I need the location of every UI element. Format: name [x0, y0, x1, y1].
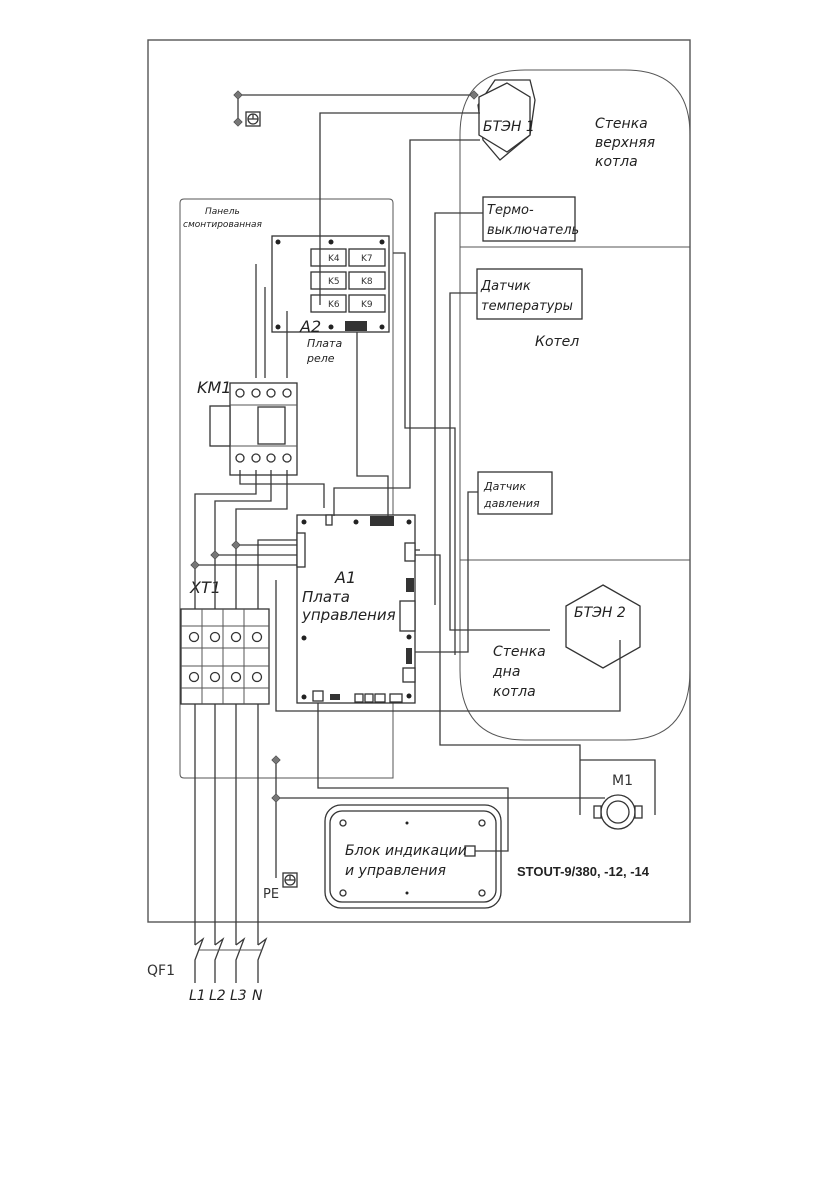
pressure-sensor-label-2: давления [483, 497, 540, 510]
svg-text:K4: K4 [328, 254, 340, 264]
heater-1-label: БТЭН 1 [483, 119, 535, 135]
relay-board-label-2: реле [306, 352, 335, 365]
svg-text:K5: K5 [328, 277, 340, 287]
bottom-wall-label-2: дна [492, 664, 520, 680]
relay-board-label-1: Плата [307, 337, 342, 350]
relay-board-connector [345, 321, 367, 331]
heater-2: БТЭН 2 [565, 584, 641, 669]
bottom-wall-label-1: Стенка [493, 644, 546, 660]
junctions [190, 90, 479, 803]
model-label: STOUT-9/380, -12, -14 [517, 864, 650, 879]
temperature-sensor: Датчик температуры [476, 268, 583, 320]
heater-1: БТЭН 1 [477, 79, 536, 161]
svg-text:K7: K7 [361, 254, 373, 264]
boiler-label: Котел [535, 334, 579, 350]
ground-symbol-top [245, 111, 261, 127]
thermo-switch-label-2: выключатель [487, 223, 579, 238]
line-l1: L1 [189, 988, 206, 1004]
panel-label-1: Панель [205, 207, 240, 217]
display-unit: Блок индикации и управления [324, 804, 502, 909]
svg-text:K8: K8 [361, 277, 373, 287]
relay-k9: K9 [348, 294, 386, 313]
motor-ref: M1 [612, 773, 633, 789]
contactor-ref: KM1 [197, 378, 231, 397]
wires [194, 94, 656, 945]
relay-k8: K8 [348, 271, 386, 290]
thermo-switch: Термо- выключатель [482, 196, 579, 242]
terminal-block-ref: XT1 [189, 578, 221, 597]
motor-m1: M1 [593, 773, 643, 830]
top-wall-label-1: Стенка [595, 116, 648, 132]
line-l3: L3 [230, 988, 247, 1004]
svg-text:K9: K9 [361, 300, 373, 310]
relay-k7: K7 [348, 248, 386, 267]
breaker-qf1: QF1 L1 L2 L3 N [147, 937, 268, 1004]
boiler-outline [459, 69, 691, 741]
top-wall-label-3: котла [595, 154, 638, 170]
line-n: N [252, 988, 263, 1004]
relay-k5: K5 [310, 271, 347, 290]
display-unit-label-2: и управления [345, 863, 446, 879]
control-board-label-1: Плата [302, 588, 350, 606]
ground-symbol-pe [282, 872, 298, 888]
terminal-block-xt1: XT1 [180, 578, 270, 705]
control-board-ref: A1 [334, 568, 356, 587]
control-board-a1: A1 Плата управления [296, 514, 416, 704]
pressure-sensor-label-1: Датчик [483, 480, 526, 493]
relay-board-ref: A2 [299, 317, 321, 336]
breaker-ref: QF1 [147, 963, 175, 979]
display-unit-label-1: Блок индикации [345, 843, 467, 859]
svg-text:K6: K6 [328, 300, 340, 310]
top-wall-label-2: верхняя [595, 135, 655, 151]
thermo-switch-label-1: Термо- [487, 203, 534, 218]
relay-k6: K6 [310, 294, 347, 313]
pressure-sensor: Датчик давления [477, 471, 553, 515]
diagram-frame [147, 39, 691, 923]
bottom-wall-label-3: котла [493, 684, 536, 700]
mounted-panel: Панель смонтированная [179, 198, 394, 779]
panel-label-2: смонтированная [183, 220, 263, 230]
relay-k4: K4 [310, 248, 347, 267]
contactor-km1: KM1 [197, 378, 298, 476]
heater-2-label: БТЭН 2 [574, 605, 626, 621]
temperature-sensor-label-2: температуры [481, 299, 573, 314]
ground-label: PE [263, 887, 279, 902]
line-l2: L2 [209, 988, 226, 1004]
control-board-label-2: управления [301, 606, 396, 624]
temperature-sensor-label-1: Датчик [480, 279, 531, 294]
